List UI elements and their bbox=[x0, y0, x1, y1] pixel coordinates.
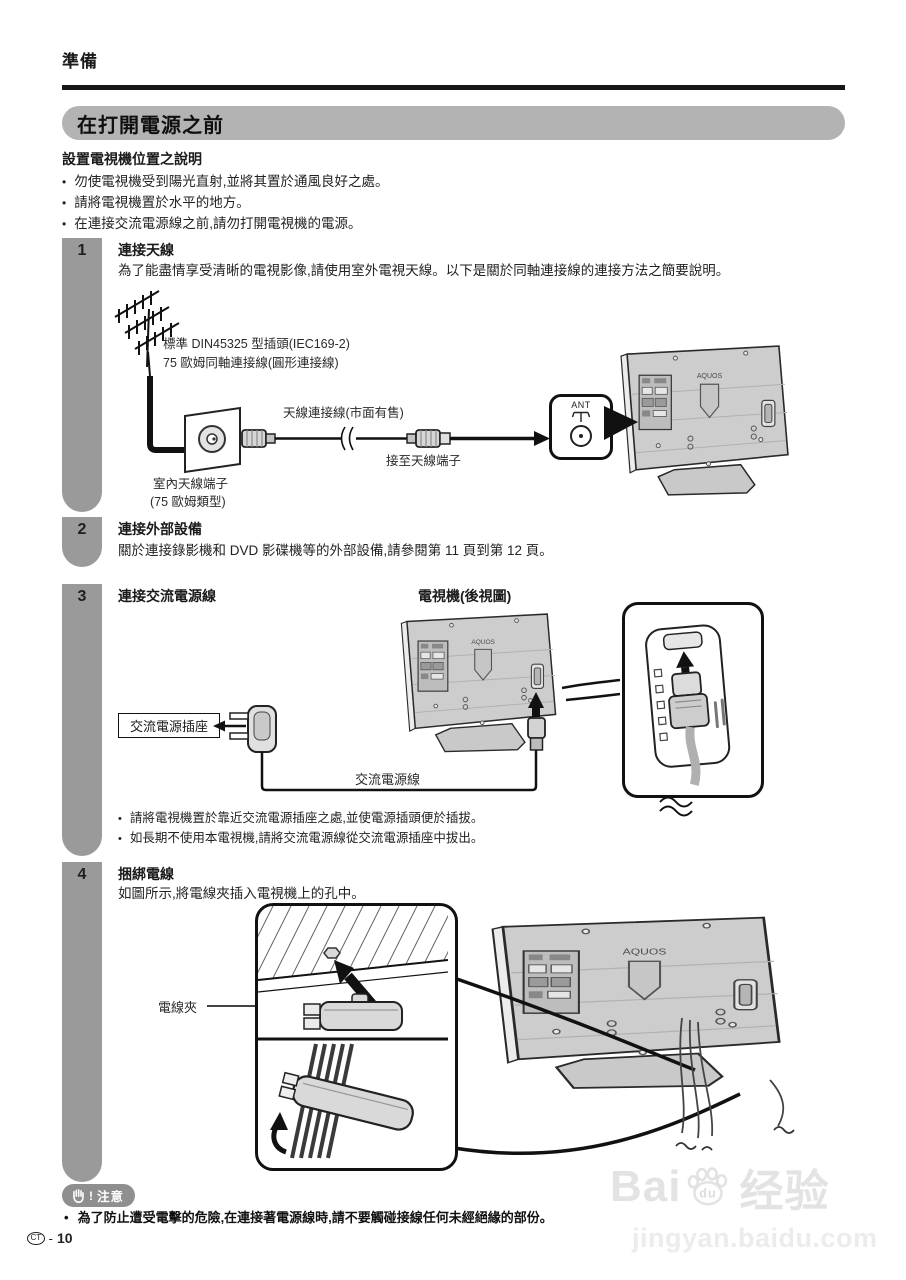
ac-cord-label: 交流電源線 bbox=[355, 772, 421, 787]
step-3-bullet: 如長期不使用本電視機,請將交流電源線從交流電源插座中拔出。 bbox=[118, 827, 483, 846]
step-4-number: 4 bbox=[77, 866, 87, 883]
step-1-body: 為了能盡情享受清晰的電視影像,請使用室外電視天線。以下是關於同軸連接線的連接方法… bbox=[118, 263, 730, 278]
antenna-symbol-icon bbox=[572, 411, 590, 422]
step-2-number: 2 bbox=[77, 521, 87, 538]
footer-separator: - bbox=[48, 1230, 54, 1246]
callout-pointer bbox=[604, 406, 638, 440]
plug-spec-label: 標準 DIN45325 型插頭(IEC169-2) bbox=[163, 337, 350, 351]
intro-bullet: 在連接交流電源線之前,請勿打開電視機的電源。 bbox=[62, 212, 361, 232]
step-1-number: 1 bbox=[77, 242, 87, 259]
step-3-number: 3 bbox=[77, 588, 87, 605]
caution-hand-icon bbox=[73, 1189, 84, 1203]
caution-text: 為了防止遭受電擊的危險,在連接著電源線時,請不要觸碰接線任何未經絕緣的部份。 bbox=[64, 1207, 553, 1226]
intro-bullet: 請將電視機置於水平的地方。 bbox=[62, 191, 250, 211]
to-antenna-terminal-label: 接至天線端子 bbox=[386, 454, 462, 468]
header-rule bbox=[62, 85, 845, 90]
intro-heading: 設置電視機位置之說明 bbox=[62, 151, 202, 167]
watermark-brand: Bai du 经验 bbox=[610, 1155, 878, 1219]
outlet-detail-callout bbox=[622, 602, 764, 798]
watermark: Bai du 经验 jingyan.baidu.com bbox=[610, 1155, 878, 1254]
step-2-band: 2 bbox=[62, 517, 102, 567]
cable-continues-squiggle bbox=[659, 796, 693, 817]
step-2-title: 連接外部設備 bbox=[118, 521, 202, 537]
section-title: 在打開電源之前 bbox=[77, 114, 224, 137]
watermark-brand-prefix: Bai bbox=[610, 1162, 682, 1211]
cable-clip-label: 電線夾 bbox=[158, 1000, 198, 1015]
step-3-band: 3 bbox=[62, 584, 102, 856]
ac-outlet-label: 交流電源插座 bbox=[118, 713, 220, 738]
plug-spec-label: 75 歐姆同軸連接線(圓形連接線) bbox=[163, 356, 339, 370]
caution-exclamation: ! bbox=[89, 1188, 93, 1203]
cable-clip-drawing bbox=[258, 906, 448, 1159]
tv-rear-view-label: 電視機(後視圖) bbox=[418, 588, 512, 604]
indoor-terminal-label: 室內天線端子 bbox=[153, 477, 229, 491]
step-3-bullet: 請將電視機置於靠近交流電源插座之處,並使電源插頭便於插拔。 bbox=[118, 807, 483, 826]
step-3-cord-diagram bbox=[213, 678, 621, 792]
watermark-brand-cn: 经验 bbox=[739, 1167, 830, 1216]
step-1-cable-diagram bbox=[147, 351, 550, 474]
caution-label: 注意 bbox=[97, 1190, 125, 1204]
svg-text:du: du bbox=[700, 1186, 717, 1200]
indoor-terminal-label: (75 歐姆類型) bbox=[150, 495, 226, 509]
section-header: 在打開電源之前 bbox=[62, 106, 845, 140]
coax-jack-icon bbox=[570, 425, 592, 447]
step-2-body: 關於連接錄影機和 DVD 影碟機等的外部設備,請參閱第 11 頁到第 12 頁。 bbox=[118, 543, 553, 558]
tv-back-step4 bbox=[477, 913, 793, 1103]
step-4-band: 4 bbox=[62, 862, 102, 1182]
ant-terminal-callout: ANT bbox=[549, 394, 613, 460]
ac-outlet-label-text: 交流電源插座 bbox=[129, 719, 208, 734]
step-4-title: 捆綁電線 bbox=[118, 866, 174, 882]
page-footer: CT - 10 bbox=[27, 1230, 73, 1246]
antenna-cable-label: 天線連接線(市面有售) bbox=[283, 406, 404, 420]
step-1-title: 連接天線 bbox=[118, 242, 174, 258]
step-1-band: 1 bbox=[62, 238, 102, 512]
intro-bullet: 勿使電視機受到陽光直射,並將其置於通風良好之處。 bbox=[62, 170, 388, 190]
page-kicker: 準備 bbox=[62, 52, 98, 71]
step-3-title: 連接交流電源線 bbox=[118, 588, 216, 604]
ant-terminal-label: ANT bbox=[571, 400, 591, 410]
step-4-body: 如圖所示,將電線夾插入電視機上的孔中。 bbox=[118, 886, 365, 901]
watermark-domain: jingyan.baidu.com bbox=[632, 1223, 878, 1253]
outlet-detail-drawing bbox=[645, 624, 731, 786]
page-number: 10 bbox=[57, 1230, 73, 1246]
antenna-icon bbox=[114, 290, 180, 368]
baidu-paw-icon: du bbox=[688, 1167, 728, 1206]
cable-clip-panel bbox=[255, 903, 458, 1171]
caution-badge: ! 注意 bbox=[62, 1184, 136, 1207]
region-code: CT bbox=[27, 1231, 45, 1245]
